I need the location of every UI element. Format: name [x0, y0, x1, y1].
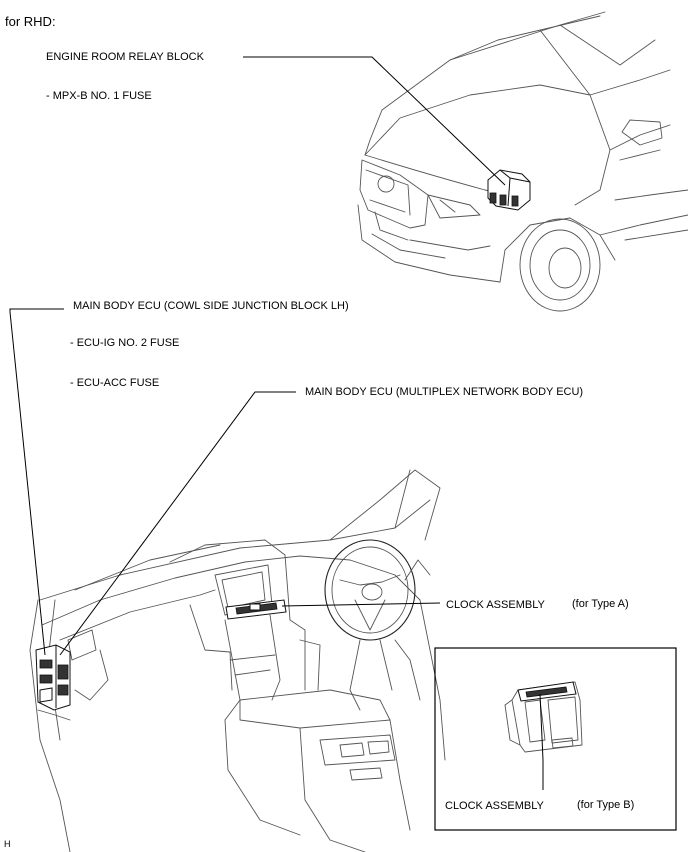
label-main-body-ecu-multiplex: MAIN BODY ECU (MULTIPLEX NETWORK BODY EC… [305, 386, 584, 398]
type-b-inset-frame [434, 647, 677, 831]
cowl-side-junction-block-part [35, 644, 71, 711]
vehicle-illustration [357, 11, 688, 312]
label-ecu-ig-fuse: - ECU-IG NO. 2 FUSE [70, 337, 180, 349]
dashboard-illustration [29, 469, 446, 852]
label-main-body-ecu-cowl: MAIN BODY ECU (COWL SIDE JUNCTION BLOCK … [73, 300, 349, 312]
leader-lines [9, 56, 544, 790]
corner-mark: H [4, 839, 11, 849]
label-clock-assembly-type-b: CLOCK ASSEMBLY [445, 800, 544, 812]
clock-assembly-type-a-part [225, 599, 287, 620]
label-engine-room-relay-block: ENGINE ROOM RELAY BLOCK [46, 51, 204, 63]
label-type-a: (for Type A) [572, 598, 629, 610]
label-mpx-b-fuse: - MPX-B NO. 1 FUSE [46, 90, 152, 102]
label-clock-assembly-type-a: CLOCK ASSEMBLY [446, 599, 545, 611]
page-heading: for RHD: [5, 14, 56, 29]
label-ecu-acc-fuse: - ECU-ACC FUSE [70, 377, 160, 389]
engine-room-relay-block-part [487, 169, 531, 211]
label-type-b: (for Type B) [577, 799, 635, 811]
clock-assembly-type-b-part [504, 681, 583, 753]
